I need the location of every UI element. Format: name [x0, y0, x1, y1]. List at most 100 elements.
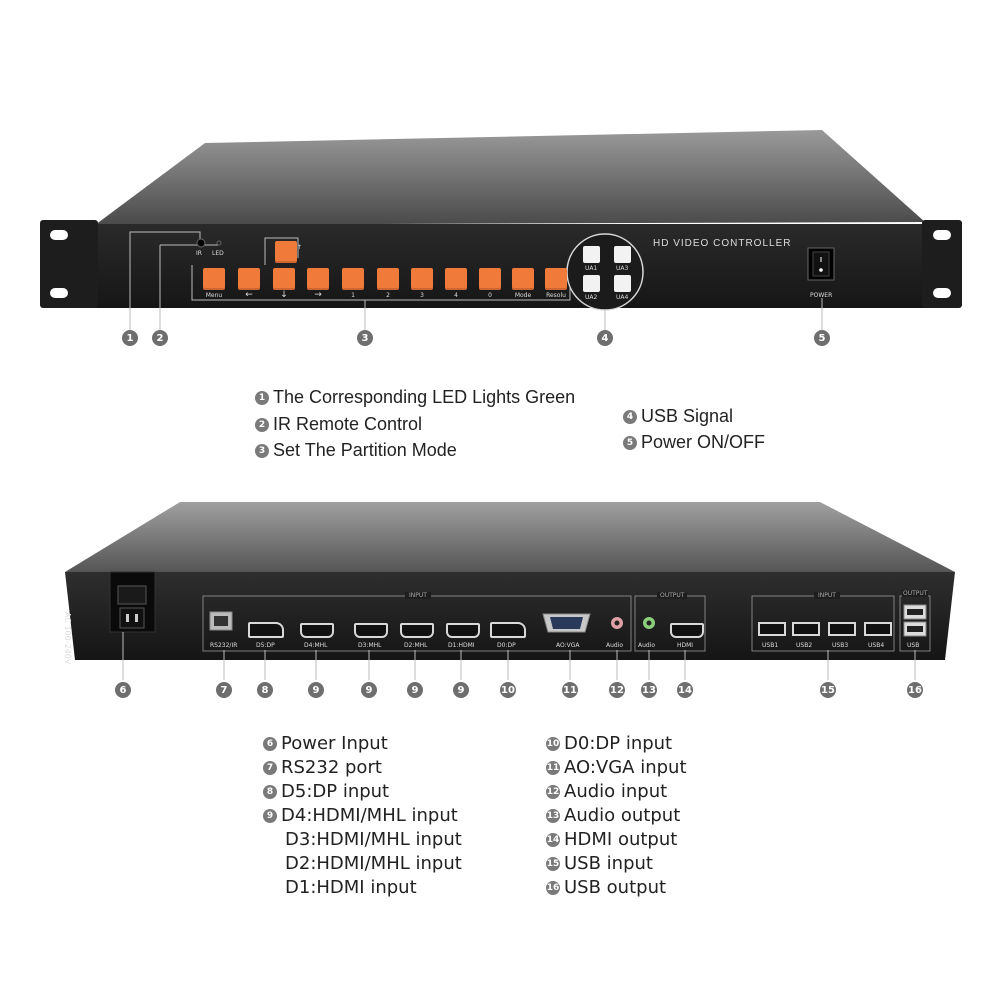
down-button[interactable]	[273, 268, 295, 290]
menu-button[interactable]	[203, 268, 225, 290]
marker-10: 10	[500, 682, 516, 698]
legend-item: 4 USB Signal	[623, 406, 733, 427]
marker-9: 9	[308, 682, 324, 698]
button-4[interactable]	[445, 268, 467, 290]
marker-9: 9	[361, 682, 377, 698]
legend-item: 10 D0:DP input	[546, 733, 672, 754]
d4-mhl-port[interactable]	[300, 623, 334, 638]
d2-mhl-port[interactable]	[400, 623, 434, 638]
hdmi-out-label: HDMI	[677, 642, 694, 649]
marker-1: 1	[122, 330, 138, 346]
usb1-port[interactable]	[758, 622, 786, 636]
button-2[interactable]	[377, 268, 399, 290]
legend-item: D3:HDMI/MHL input	[285, 829, 462, 850]
left-button[interactable]	[238, 268, 260, 290]
usb2-port[interactable]	[792, 622, 820, 636]
legend-number: 11	[546, 760, 560, 775]
usb-button-ua3[interactable]	[614, 246, 631, 263]
legend-number: 16	[546, 880, 560, 895]
legend-number: 5	[623, 435, 637, 450]
legend-number: 9	[263, 808, 277, 823]
usb-output-group-label: OUTPUT	[902, 590, 929, 597]
up-button[interactable]	[275, 241, 297, 263]
hdmi-output-port[interactable]	[670, 623, 704, 638]
legend-text: USB Signal	[641, 406, 734, 426]
usb4-label: USB4	[868, 642, 885, 649]
label-3: 3	[420, 292, 424, 299]
marker-8: 8	[257, 682, 273, 698]
d3-mhl-port[interactable]	[354, 623, 388, 638]
legend-number: 6	[263, 736, 277, 751]
legend-text: D1:HDMI input	[285, 877, 417, 898]
ua4-label: UA4	[616, 294, 629, 301]
ao-vga-label: AO:VGA	[556, 642, 580, 649]
legend-item: 6 Power Input	[263, 733, 388, 754]
button-0[interactable]	[479, 268, 501, 290]
down-label: ↓	[280, 290, 288, 300]
legend-text: Power Input	[281, 733, 388, 754]
usb-button-ua4[interactable]	[614, 275, 631, 292]
legend-item: 14 HDMI output	[546, 829, 677, 850]
marker-15: 15	[820, 682, 836, 698]
usb3-port[interactable]	[828, 622, 856, 636]
legend-item: 1 The Corresponding LED Lights Green	[255, 387, 575, 408]
d1-hdmi-port[interactable]	[446, 623, 480, 638]
d2-label: D2:MHL	[404, 642, 428, 649]
marker-6: 6	[115, 682, 131, 698]
legend-item: 16 USB output	[546, 877, 666, 898]
rs232-label: RS232/IR	[210, 642, 238, 649]
legend-text: AO:VGA input	[564, 757, 687, 778]
marker-13: 13	[641, 682, 657, 698]
legend-number: 7	[263, 760, 277, 775]
front-chassis-drawing	[40, 130, 962, 330]
d5-dp-port[interactable]	[248, 622, 284, 638]
usb2-label: USB2	[796, 642, 813, 649]
legend-number: 1	[255, 390, 269, 405]
legend-text: USB output	[564, 877, 667, 898]
legend-number: 15	[546, 856, 560, 871]
legend-item: 9 D4:HDMI/MHL input	[263, 805, 458, 826]
marker-5: 5	[814, 330, 830, 346]
usb-button-ua2[interactable]	[583, 275, 600, 292]
usb4-port[interactable]	[864, 622, 892, 636]
legend-number: 2	[255, 417, 269, 432]
legend-text: D2:HDMI/MHL input	[285, 853, 462, 874]
marker-4: 4	[597, 330, 613, 346]
marker-9: 9	[453, 682, 469, 698]
ac-voltage-label: AC 100-240V	[63, 612, 72, 665]
right-label: →	[314, 290, 322, 300]
button-3[interactable]	[411, 268, 433, 290]
legend-item: D2:HDMI/MHL input	[285, 853, 462, 874]
ua1-label: UA1	[585, 265, 598, 272]
legend-number: 8	[263, 784, 277, 799]
legend-text: Audio input	[564, 781, 668, 802]
legend-number: 14	[546, 832, 560, 847]
label-4: 4	[454, 292, 458, 299]
legend-item: 11 AO:VGA input	[546, 757, 687, 778]
rear-chassis-drawing	[65, 502, 955, 680]
mode-button[interactable]	[512, 268, 534, 290]
usb1-label: USB1	[762, 642, 779, 649]
legend-text: D3:HDMI/MHL input	[285, 829, 462, 850]
marker-12: 12	[609, 682, 625, 698]
power-label: POWER	[810, 292, 833, 299]
marker-9: 9	[407, 682, 423, 698]
label-2: 2	[386, 292, 390, 299]
legend-number: 10	[546, 736, 560, 751]
label-1: 1	[351, 292, 355, 299]
button-1[interactable]	[342, 268, 364, 290]
led-label: LED	[212, 250, 224, 257]
resolution-button[interactable]	[545, 268, 567, 290]
usb-button-ua1[interactable]	[583, 246, 600, 263]
resolution-label: Resolu	[546, 292, 566, 299]
marker-3: 3	[357, 330, 373, 346]
left-label: ←	[245, 290, 253, 300]
d0-dp-port[interactable]	[490, 622, 526, 638]
legend-number: 3	[255, 443, 269, 458]
right-button[interactable]	[307, 268, 329, 290]
legend-item: 5 Power ON/OFF	[623, 432, 765, 453]
legend-text: RS232 port	[281, 757, 382, 778]
output-group-label: OUTPUT	[657, 592, 688, 599]
legend-item: 8 D5:DP input	[263, 781, 389, 802]
legend-number: 13	[546, 808, 560, 823]
